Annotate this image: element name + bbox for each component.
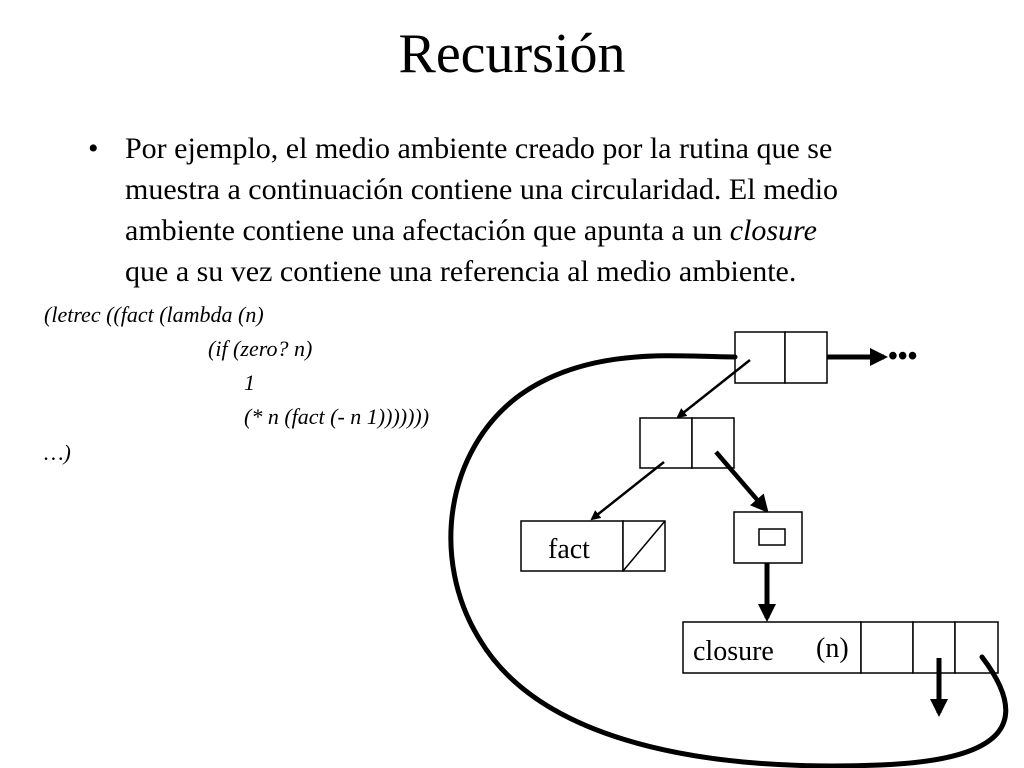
value-cell (733, 511, 803, 564)
closure-record: closure (n) (682, 621, 999, 674)
fact-label: fact (548, 534, 590, 565)
bullet-dot: • (88, 132, 99, 165)
closure-label: closure (693, 636, 774, 667)
bullet-line-1: Por ejemplo, el medio ambiente creado po… (125, 132, 833, 165)
bullet-text: Por ejemplo, el medio ambiente creado po… (125, 128, 955, 292)
env-frame-top (734, 331, 828, 384)
environment-loop-curve (448, 353, 1009, 768)
bullet-line-3: ambiente contiene una afectación que apu… (125, 210, 955, 251)
code-line-1: (letrec ((fact (lambda (n) (44, 302, 264, 327)
bullet-line-4: que a su vez contiene una referencia al … (125, 255, 797, 288)
bullet-line-2: muestra a continuación contiene una circ… (125, 173, 839, 206)
slide-title: Recursión (398, 23, 626, 85)
bullet-line-3-text: ambiente contiene una afectación que apu… (125, 214, 730, 247)
code-line-5: …) (44, 440, 71, 465)
param-label: (n) (816, 633, 849, 664)
code-line-4: (* n (fact (- n 1))))))) (244, 404, 430, 429)
binding-name-arrow (590, 461, 665, 521)
code-line-3: 1 (244, 370, 255, 395)
fact-symbol-box: fact (520, 520, 666, 572)
closure-emphasis: closure (729, 214, 817, 247)
ellipsis-dots: ••• (888, 341, 917, 372)
binding-pair (639, 417, 735, 469)
nil-slash (622, 520, 666, 572)
code-line-2: (if (zero? n) (208, 336, 313, 361)
binding-value-arrow (714, 450, 769, 514)
env-binding-arrow (676, 359, 751, 419)
